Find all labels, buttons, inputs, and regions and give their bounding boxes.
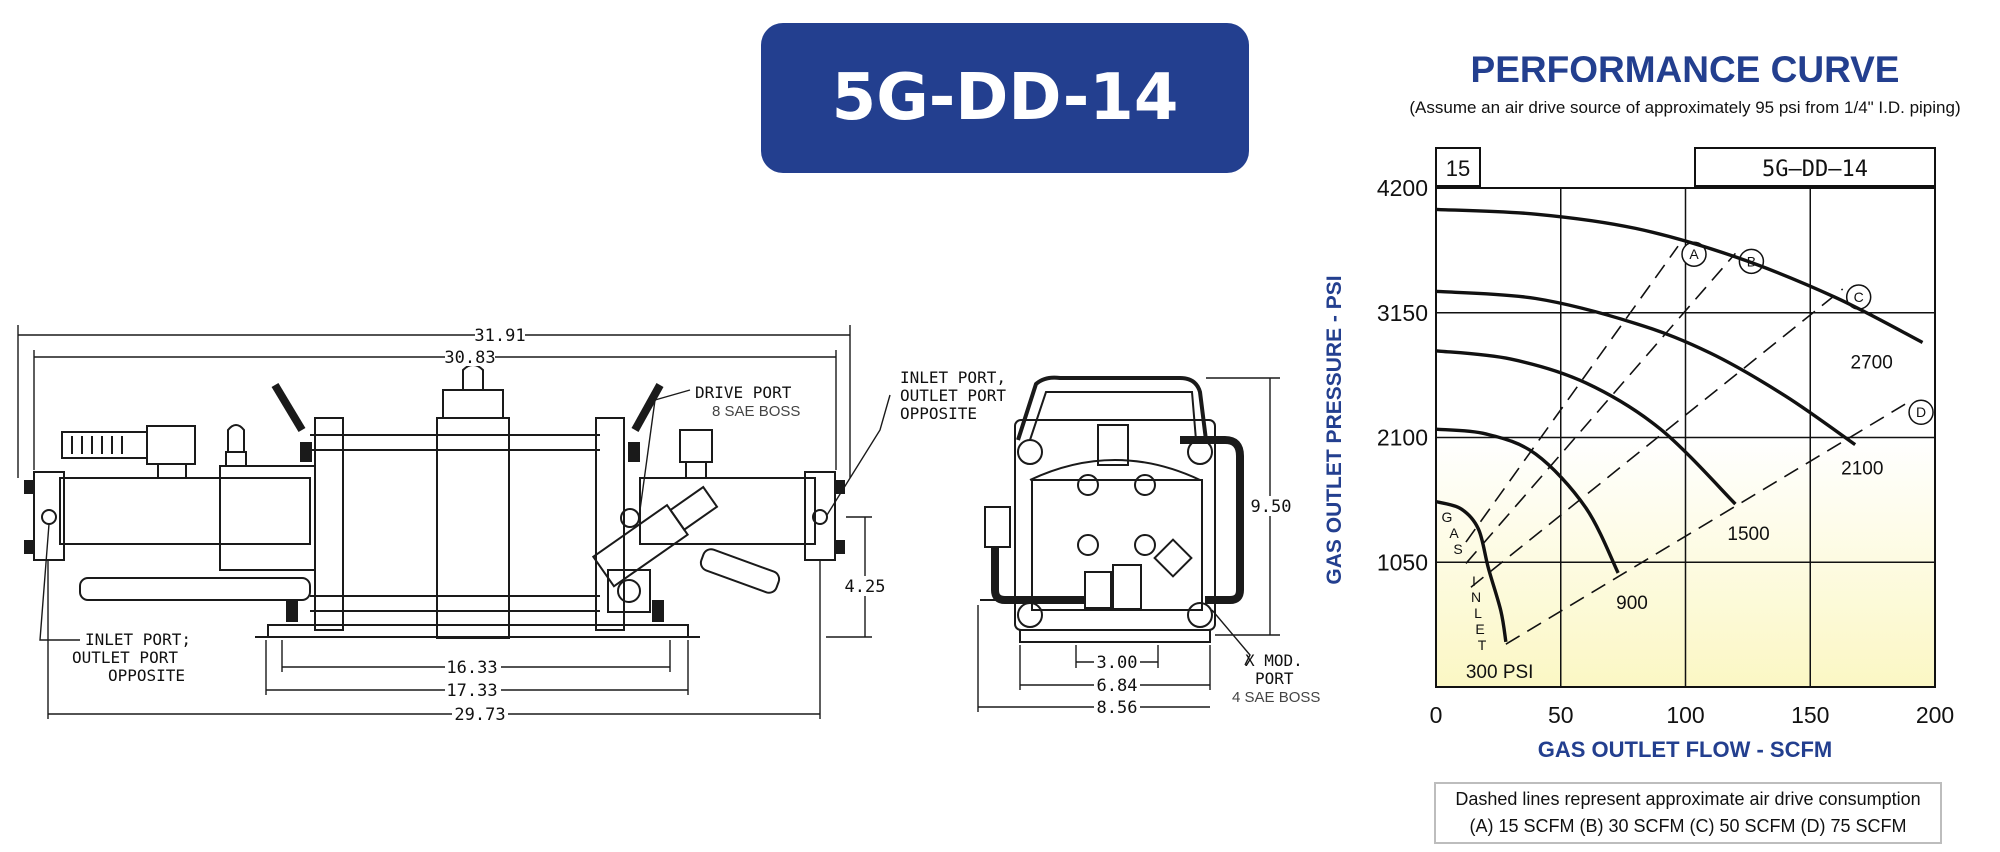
- plot-frame: [1435, 187, 1936, 688]
- model-label: 5G–DD–14: [1762, 157, 1868, 182]
- inlet-port-top-line2: OUTLET PORT: [900, 386, 1006, 405]
- legend-line-1: Dashed lines represent approximate air d…: [1455, 789, 1921, 809]
- curve-label-300-psi: 300 PSI: [1466, 662, 1534, 683]
- inlet-port-bottom-line1: INLET PORT;: [85, 630, 191, 649]
- model-title: 5G-DD-14: [831, 61, 1179, 135]
- air-line-letter-a: A: [1689, 246, 1699, 262]
- x-tick-label: 0: [1430, 702, 1443, 728]
- inlet-letter: A: [1449, 525, 1459, 541]
- axis-ticks: 0 50 100 150 200 1050 2100 3150 4200: [1377, 175, 1954, 728]
- inlet-letter: S: [1453, 541, 1462, 557]
- ratio-label: 15: [1446, 156, 1470, 181]
- inlet-letter: I: [1472, 573, 1476, 589]
- technical-drawings: 31.91 30.83 16.33 17.33 29.73 4.25 DRIVE…: [17, 325, 1320, 725]
- y-tick-label: 4200: [1377, 175, 1428, 201]
- dim-8-56: 8.56: [1097, 698, 1138, 718]
- inlet-letter: G: [1442, 509, 1453, 525]
- curve-2700: [1435, 207, 1924, 344]
- inlet-port-bottom-line3: OPPOSITE: [108, 666, 185, 685]
- drive-port-sub: 8 SAE BOSS: [712, 403, 800, 420]
- legend-line-2: (A) 15 SCFM (B) 30 SCFM (C) 50 SCFM (D) …: [1469, 816, 1907, 836]
- air-line-b: [1465, 252, 1737, 564]
- drive-port: [620, 508, 640, 528]
- dim-3-00: 3.00: [1097, 653, 1138, 673]
- inlet-port-top-line1: INLET PORT,: [900, 368, 1006, 387]
- dim-29-73: 29.73: [454, 705, 505, 725]
- curve-1500: [1435, 349, 1737, 506]
- left-housing: [219, 465, 316, 571]
- inlet-port-right: [812, 509, 828, 525]
- model-title-banner: 5G-DD-14: [761, 23, 1249, 173]
- air-line-letter-d: D: [1916, 404, 1926, 420]
- air-line-d: [1505, 403, 1906, 645]
- drive-port-label: DRIVE PORT: [695, 383, 792, 402]
- curve-label-2100: 2100: [1841, 459, 1883, 480]
- x-tick-label: 150: [1791, 702, 1829, 728]
- end-view-drawing: [980, 375, 1244, 643]
- x-axis-label: GAS OUTLET FLOW - SCFM: [1538, 737, 1833, 762]
- plot-grid: [1435, 187, 1936, 688]
- left-end-cap: [33, 471, 65, 561]
- air-line-a: [1465, 245, 1679, 543]
- dim-31-91: 31.91: [474, 326, 525, 346]
- x-tick-label: 50: [1548, 702, 1574, 728]
- curve-900: [1435, 427, 1620, 574]
- side-view-dimensions: [17, 325, 891, 719]
- y-tick-label: 1050: [1377, 549, 1428, 575]
- mod-port-line2: PORT: [1255, 669, 1294, 688]
- dim-4-25: 4.25: [845, 577, 886, 597]
- y-tick-label: 3150: [1377, 300, 1428, 326]
- chart-legend: Dashed lines represent approximate air d…: [1434, 782, 1942, 844]
- dim-17-33: 17.33: [446, 681, 497, 701]
- y-axis-label: GAS OUTLET PRESSURE - PSI: [1323, 275, 1346, 584]
- inlet-port-bottom-line2: OUTLET PORT: [72, 648, 178, 667]
- x-tick-label: 100: [1666, 702, 1704, 728]
- inlet-letter: L: [1474, 605, 1482, 621]
- model-box: [1694, 147, 1936, 187]
- dim-9-50: 9.50: [1251, 497, 1292, 517]
- ratio-box: [1435, 147, 1481, 187]
- mod-port-line1: X MOD.: [1245, 651, 1303, 670]
- curve-label-2700: 2700: [1851, 352, 1893, 373]
- curve-300-psi: [1435, 500, 1508, 643]
- inlet-letter: E: [1475, 621, 1484, 637]
- chart-title: PERFORMANCE CURVE: [1471, 49, 1900, 90]
- inlet-port-top-line3: OPPOSITE: [900, 404, 977, 423]
- dim-30-83: 30.83: [444, 348, 495, 368]
- air-line-letter-c: C: [1854, 289, 1864, 305]
- x-tick-label: 200: [1916, 702, 1954, 728]
- curve-label-1500: 1500: [1727, 524, 1769, 545]
- curve-label-900: 900: [1616, 593, 1648, 614]
- air-line-marker-d: [1908, 399, 1934, 425]
- inlet-letter: T: [1478, 637, 1487, 653]
- dim-16-33: 16.33: [446, 658, 497, 678]
- chart-subtitle: (Assume an air drive source of approxima…: [1409, 98, 1960, 117]
- air-line-c: [1470, 288, 1844, 588]
- dim-label-bg: [475, 326, 525, 344]
- inlet-letter: N: [1471, 589, 1481, 605]
- y-tick-label: 2100: [1377, 425, 1428, 451]
- dim-6-84: 6.84: [1097, 676, 1138, 696]
- curve-2100: [1435, 289, 1857, 447]
- pressure-curves: 2700 2100 1500 900 300 PSI: [1435, 207, 1924, 683]
- mod-port-sub: 4 SAE BOSS: [1232, 689, 1320, 706]
